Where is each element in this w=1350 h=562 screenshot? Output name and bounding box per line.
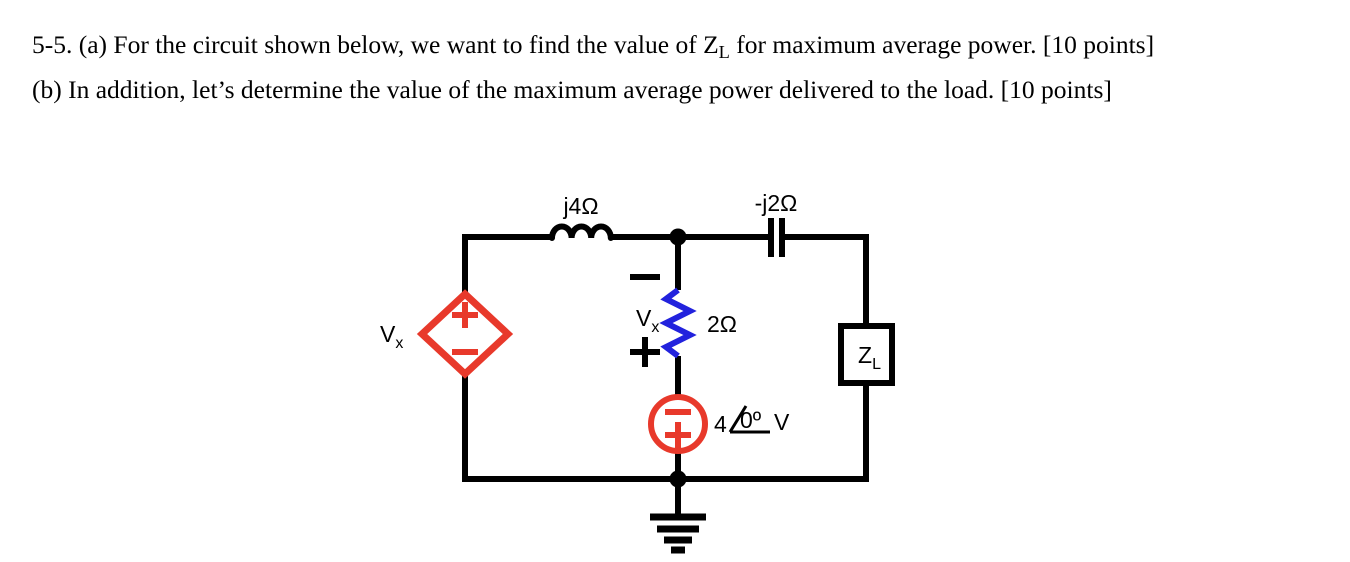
source-circle-icon bbox=[648, 394, 708, 454]
source-unit: V bbox=[774, 409, 790, 435]
source-plus-icon bbox=[665, 422, 691, 448]
load-label: ZL bbox=[858, 342, 881, 373]
node-dot-bottom bbox=[669, 470, 687, 488]
resistor-polarity-plus-icon bbox=[630, 337, 660, 367]
resistor-voltage-label: Vx bbox=[636, 305, 659, 336]
dependent-source-label: Vx bbox=[380, 321, 403, 352]
circuit-wires bbox=[462, 234, 869, 516]
source-value-label: 4 0º V bbox=[714, 405, 790, 437]
capacitor-neg-j2 bbox=[768, 218, 785, 257]
diamond-source-icon bbox=[416, 289, 514, 379]
problem-line-b: (b) In addition, let’s determine the val… bbox=[32, 75, 1112, 105]
inductor-label: j4Ω bbox=[562, 193, 598, 219]
problem-line-a-part2: for maximum average power. [10 points] bbox=[729, 30, 1155, 59]
source-angle: 0º bbox=[740, 407, 762, 433]
inductor-coils-icon bbox=[549, 223, 614, 241]
ground-symbol bbox=[650, 513, 706, 554]
load-impedance-zl: ZL bbox=[838, 323, 895, 386]
z-load-subscript: L bbox=[718, 42, 730, 63]
node-dot-top bbox=[669, 228, 687, 246]
source-magnitude: 4 bbox=[714, 411, 727, 437]
capacitor-label: -j2Ω bbox=[755, 190, 798, 216]
diamond-plus-icon bbox=[452, 302, 478, 328]
load-box-icon bbox=[838, 323, 895, 386]
problem-line-a: 5-5. (a) For the circuit shown below, we… bbox=[32, 26, 1277, 71]
problem-line-a-part1: 5-5. (a) For the circuit shown below, we… bbox=[32, 30, 719, 59]
resistor-2ohm bbox=[659, 287, 697, 359]
resistor-zigzag-icon bbox=[659, 287, 697, 359]
angle-slash-icon bbox=[728, 405, 748, 433]
dependent-voltage-source bbox=[416, 289, 514, 379]
problem-statement: 5-5. (a) For the circuit shown below, we… bbox=[32, 26, 1277, 108]
inductor-j4 bbox=[549, 223, 614, 241]
resistor-label: 2Ω bbox=[707, 311, 737, 337]
independent-voltage-source bbox=[648, 394, 708, 454]
